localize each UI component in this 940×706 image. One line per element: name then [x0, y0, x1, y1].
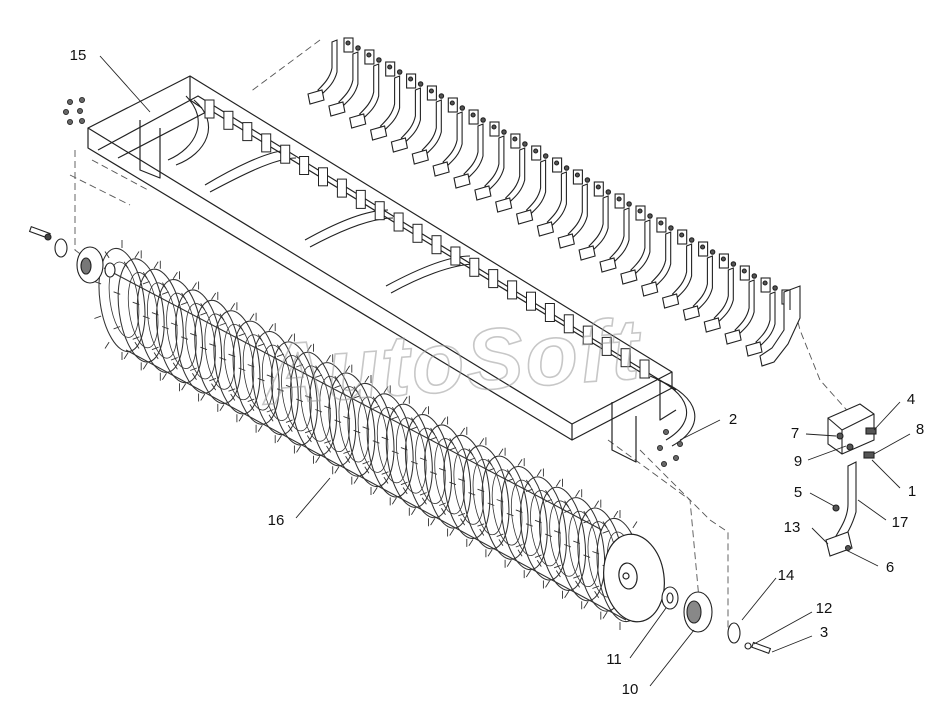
roller-top-edge	[103, 267, 603, 531]
frame-bracket	[204, 99, 215, 119]
callout-15: 15	[70, 47, 87, 64]
frame-bracket	[393, 212, 404, 232]
frame-bracket	[374, 201, 385, 221]
frame-bracket	[544, 303, 555, 322]
leader-line-1	[871, 459, 901, 489]
frame-bracket	[336, 178, 347, 198]
frame-bracket	[412, 223, 423, 243]
frame-bracket	[620, 348, 631, 368]
leader-line-8	[873, 433, 911, 455]
spiked-roller	[94, 240, 648, 630]
right-bearing-parts	[661, 586, 772, 655]
callout-2: 2	[729, 411, 737, 428]
leader-line-2	[679, 419, 721, 441]
spring-tine	[349, 61, 403, 129]
end-bracket-detail	[759, 285, 801, 367]
leader-line-17	[857, 499, 887, 521]
frame-bracket	[639, 359, 650, 379]
roller-wheel	[477, 447, 533, 568]
roller-wheel	[209, 302, 265, 423]
leader-line-12	[753, 611, 813, 645]
frame-bracket	[223, 110, 234, 130]
roller-wheel	[496, 458, 552, 579]
spring-tine	[620, 217, 674, 285]
leader-line-9	[807, 445, 847, 461]
spring-tine	[474, 133, 528, 201]
tine-brackets	[204, 99, 650, 379]
spring-tine	[724, 277, 778, 345]
callout-leaders	[99, 55, 911, 687]
frame-bracket	[355, 189, 366, 209]
left-bearing-parts	[28, 225, 116, 284]
leader-line-13	[811, 527, 829, 545]
spring-tine	[661, 241, 716, 309]
frame-bracket	[431, 235, 442, 255]
callout-16: 16	[268, 512, 285, 529]
frame-bracket	[450, 246, 461, 266]
frame-bracket	[469, 257, 480, 277]
callout-4: 4	[907, 391, 915, 408]
callout-12: 12	[816, 600, 833, 617]
spring-tine	[557, 181, 612, 249]
leader-line-4	[873, 401, 901, 431]
roller-bottom-edge	[125, 349, 627, 621]
spring-tine	[307, 37, 361, 105]
tine-row	[307, 37, 799, 357]
spring-tine	[599, 205, 653, 273]
spring-tine	[453, 121, 507, 189]
leader-line-10	[649, 629, 695, 687]
leader-line-11	[629, 607, 667, 659]
tine-detail-assembly	[825, 403, 877, 557]
roller-wheel	[285, 343, 342, 464]
frame-bracket	[280, 144, 291, 164]
spring-tine	[703, 265, 758, 333]
roller-end-disc	[603, 533, 665, 623]
callout-7: 7	[791, 425, 799, 442]
frame-bolts	[63, 97, 684, 467]
leader-line-6	[845, 549, 879, 567]
callout-14: 14	[778, 567, 795, 584]
frame-bracket	[261, 133, 272, 153]
callout-3: 3	[820, 624, 828, 641]
callout-10: 10	[622, 681, 639, 698]
frame-bracket	[563, 314, 574, 334]
spring-tine	[536, 169, 591, 237]
frame-bracket	[582, 325, 593, 345]
callout-6: 6	[886, 559, 894, 576]
leader-line-16	[295, 477, 331, 519]
frame-bracket	[299, 156, 310, 175]
spring-tine	[369, 73, 424, 141]
callout-8: 8	[916, 421, 924, 438]
spring-tine	[682, 253, 737, 321]
spring-tine	[411, 97, 466, 165]
frame-bracket	[526, 291, 536, 311]
spring-tine	[495, 145, 549, 213]
callout-11: 11	[606, 651, 622, 668]
callout-1: 1	[908, 483, 916, 500]
spring-tine	[328, 49, 382, 117]
frame-bracket	[318, 167, 328, 187]
leader-line-7	[805, 433, 837, 437]
leader-line-3	[771, 635, 813, 653]
leader-line-5	[809, 492, 835, 507]
leader-line-14	[741, 577, 777, 621]
callout-17: 17	[892, 514, 909, 531]
callout-5: 5	[794, 484, 802, 501]
callout-13: 13	[784, 519, 801, 536]
spring-tine	[432, 109, 486, 177]
leader-line-15	[99, 55, 151, 113]
frame-bracket	[488, 269, 499, 289]
frame-bracket	[601, 336, 612, 356]
spring-tine	[390, 85, 445, 153]
frame-bracket	[507, 280, 518, 300]
frame-bracket	[242, 122, 253, 142]
spring-tine	[641, 229, 695, 297]
callout-9: 9	[794, 453, 802, 470]
spring-tine	[515, 157, 570, 225]
spring-tine	[578, 193, 632, 261]
roller-wheel	[515, 468, 572, 589]
